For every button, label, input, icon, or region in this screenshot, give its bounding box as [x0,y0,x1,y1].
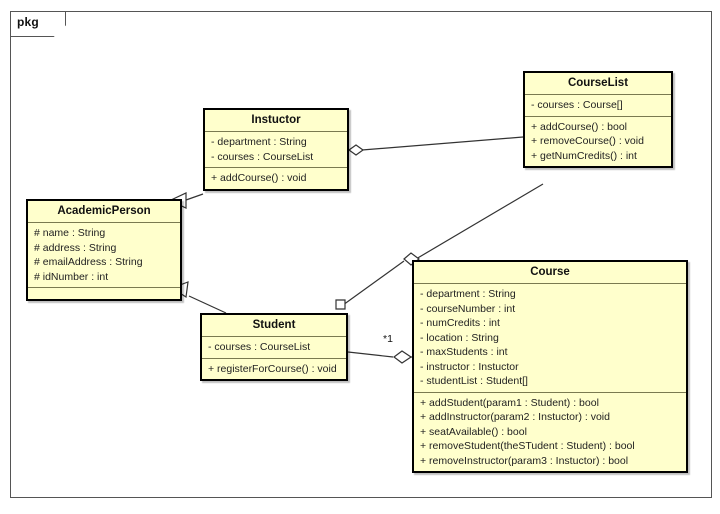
attribute-row: - studentList : Student[] [420,375,528,387]
method-row: + removeCourse() : void [531,135,644,147]
class-box-courselist[interactable]: CourseList - courses : Course[] + addCou… [523,71,673,168]
class-box-course[interactable]: Course - department : String - courseNum… [412,260,688,473]
class-attributes-course: - department : String - courseNumber : i… [414,283,686,392]
class-box-student[interactable]: Student - courses : CourseList + registe… [200,313,348,381]
method-row: + addCourse() : void [211,172,307,184]
class-name-courselist: CourseList [567,77,629,89]
attribute-row: - instructor : Instuctor [420,360,519,373]
class-box-academicperson[interactable]: AcademicPerson # name : String # address… [26,199,182,301]
method-row: + addCourse() : bool [531,120,628,133]
attribute-row: - department : String [211,136,307,148]
class-attributes-academicperson: # name : String # address : String # ema… [28,222,180,287]
class-name-student: Student [252,319,296,331]
method-row: + addStudent(param1 : Student) : bool [420,396,599,409]
attribute-row: # idNumber : int [34,270,109,283]
attribute-row: - courses : CourseList [208,341,311,353]
class-methods-student: + registerForCourse() : void [202,357,346,380]
attribute-row: - courses : Course[] [531,99,623,111]
method-row: + seatAvailable() : bool [420,425,527,438]
method-row: + removeStudent(theSTudent : Student) : … [420,440,635,452]
class-name-academicperson: AcademicPerson [57,205,151,217]
class-name-course: Course [530,266,570,278]
class-methods-course: + addStudent(param1 : Student) : bool + … [414,391,686,472]
attribute-row: - location : String [420,331,499,344]
class-attributes-courselist: - courses : Course[] [525,94,671,116]
method-row: + registerForCourse() : void [208,362,337,375]
class-methods-academicperson [28,287,180,299]
class-methods-instuctor: + addCourse() : void [205,167,347,189]
class-box-instuctor[interactable]: Instuctor - department : String - course… [203,108,349,191]
class-attributes-student: - courses : CourseList [202,336,346,358]
class-attributes-instuctor: - department : String - courses : Course… [205,131,347,167]
attribute-row: - courseNumber : int [420,302,516,315]
attribute-row: # address : String [34,241,117,254]
class-name-instuctor: Instuctor [251,114,301,126]
attribute-row: - courses : CourseList [211,150,314,163]
class-methods-courselist: + addCourse() : bool + removeCourse() : … [525,115,671,167]
attribute-row: - maxStudents : int [420,346,508,358]
method-row: + removeInstructor(param3 : Instuctor) :… [420,454,629,467]
package-label: pkg [17,15,39,29]
method-row: + getNumCredits() : int [531,149,637,162]
attribute-row: - department : String [420,288,516,300]
edge-label-student-course-multiplicity: *1 [383,333,393,345]
package-frame [10,11,712,498]
attribute-row: - numCredits : int [420,317,500,329]
attribute-row: # name : String [34,227,106,239]
attribute-row: # emailAddress : String [34,256,143,268]
method-row: + addInstructor(param2 : Instuctor) : vo… [420,411,610,423]
package-tab [10,11,66,37]
